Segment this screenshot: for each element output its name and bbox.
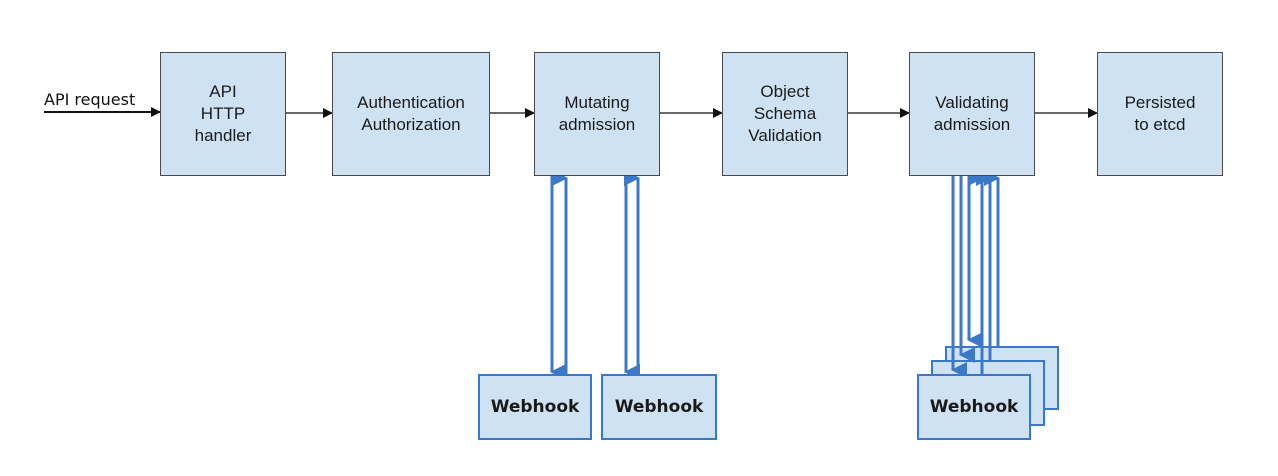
webhook-mutating-1: Webhook: [478, 374, 592, 440]
webhook-validating: Webhook: [917, 374, 1031, 440]
api-request-label: API request: [44, 90, 136, 109]
stage-persisted-to-etcd: Persisted to etcd: [1097, 52, 1223, 176]
stage-object-schema-validation: Object Schema Validation: [722, 52, 848, 176]
webhook-mutating-2: Webhook: [601, 374, 717, 440]
stage-authentication-authorization: Authentication Authorization: [332, 52, 490, 176]
stage-api-http-handler: API HTTP handler: [160, 52, 286, 176]
stage-mutating-admission: Mutating admission: [534, 52, 660, 176]
stage-validating-admission: Validating admission: [909, 52, 1035, 176]
